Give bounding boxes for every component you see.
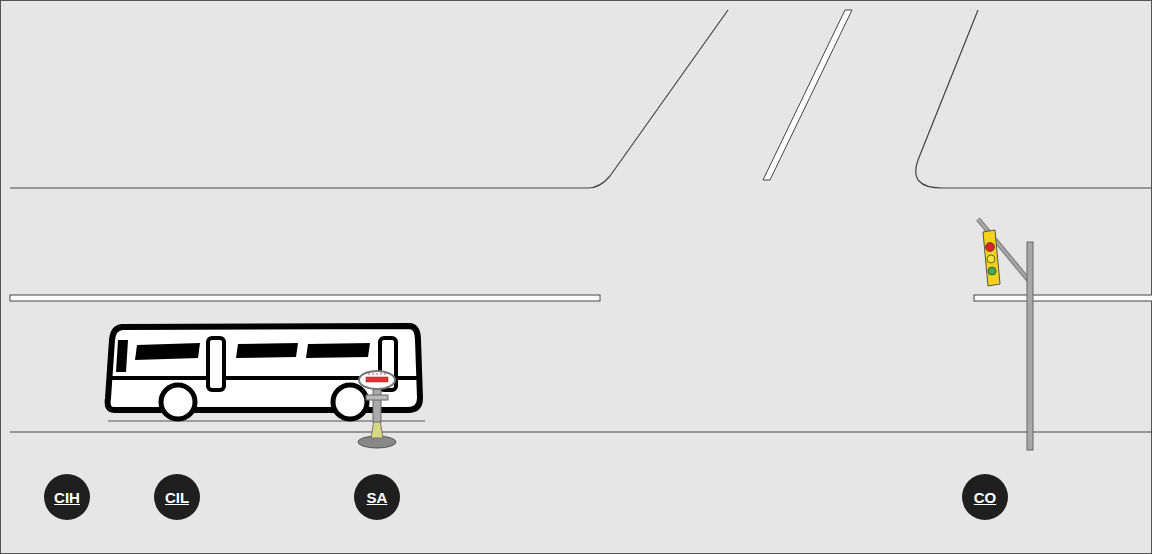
lane-marking [763, 10, 852, 180]
callout-circle: CIH [44, 474, 90, 520]
curb-line [10, 10, 728, 188]
lane-marking [10, 295, 600, 301]
callout-circle: CIL [154, 474, 200, 520]
callout-label: CO [974, 490, 997, 505]
callout-circle: SA [354, 474, 400, 520]
callout-label: CIH [54, 490, 80, 505]
bus [108, 326, 425, 421]
traffic-signal [978, 219, 1033, 450]
curb-line [10, 431, 1152, 432]
callout-label: SA [367, 490, 388, 505]
callout-circle: CO [962, 474, 1008, 520]
curb-line [916, 10, 1152, 188]
curb-line [10, 10, 11, 188]
callout-label: CIL [165, 490, 189, 505]
bus-stop-sign [358, 371, 396, 448]
lane-marking [974, 295, 1152, 301]
